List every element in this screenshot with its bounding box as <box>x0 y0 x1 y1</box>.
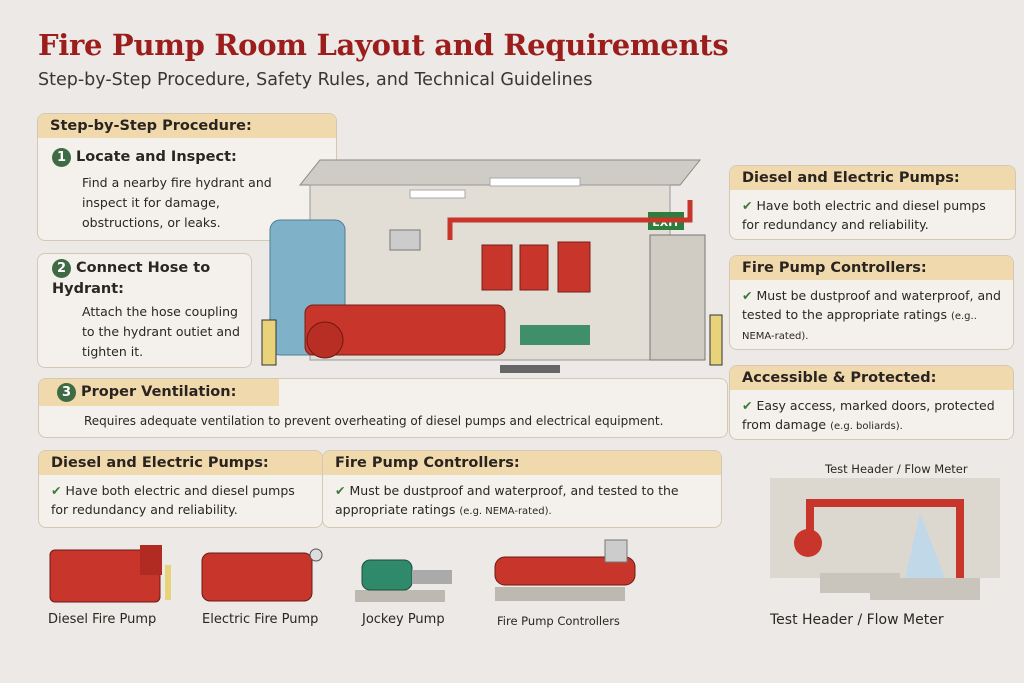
step-2-card <box>37 253 252 368</box>
test-header-flow-meter-illustration <box>770 478 1000 600</box>
page-title: Fire Pump Room Layout and Requirements <box>38 28 729 62</box>
card-text: ✔Must be dustproof and waterproof, and t… <box>730 280 1013 349</box>
bottom-card-pumps: Diesel and Electric Pumps: ✔Have both el… <box>38 450 323 528</box>
card-text: ✔Have both electric and diesel pumps for… <box>39 475 322 526</box>
page-subtitle: Step-by-Step Procedure, Safety Rules, an… <box>38 70 593 90</box>
card-text: ✔Must be dustproof and waterproof, and t… <box>323 475 721 526</box>
step-badge: 1 <box>52 148 71 167</box>
equipment-illustrations <box>49 539 636 603</box>
electric-fire-pump-icon <box>201 548 323 602</box>
pump-room-illustration: EXIT <box>261 159 723 373</box>
right-card-controllers: Fire Pump Controllers: ✔Must be dustproo… <box>729 255 1014 350</box>
card-note: (e.g. boliards). <box>830 421 903 433</box>
card-text-body: Have both electric and diesel pumps for … <box>742 198 986 233</box>
check-icon: ✔ <box>742 398 753 413</box>
check-icon: ✔ <box>335 483 346 498</box>
check-icon: ✔ <box>51 483 62 498</box>
step-1-text: Find a nearby fire hydrant and inspect i… <box>82 175 272 230</box>
step-title: Connect Hose to Hydrant: <box>52 260 211 298</box>
caption-electric-fire-pump: Electric Fire Pump <box>202 612 319 627</box>
test-header-label: Test Header / Flow Meter <box>825 462 968 476</box>
card-note: (e.g.. NEMA-rated). <box>742 311 977 342</box>
step-title: Locate and Inspect: <box>76 149 237 165</box>
jockey-pump-icon <box>355 559 452 602</box>
right-card-accessible: Accessible & Protected: ✔Easy access, ma… <box>729 365 1014 440</box>
step-1-title: 1 Locate and Inspect: <box>52 148 237 167</box>
step-2-text: Attach the hose coupling to the hydrant … <box>82 304 240 359</box>
caption-jockey-pump: Jockey Pump <box>362 612 445 627</box>
step-badge: 2 <box>52 259 71 278</box>
step-badge: 3 <box>57 383 76 402</box>
step-3-title: 3 Proper Ventilation: <box>39 379 279 406</box>
card-title: Accessible & Protected: <box>730 366 1013 390</box>
diesel-fire-pump-icon <box>49 545 171 603</box>
card-text: ✔Easy access, marked doors, protected fr… <box>730 390 1013 439</box>
card-text-body: Must be dustproof and waterproof, and te… <box>335 483 679 518</box>
step-3-text: Requires adequate ventilation to prevent… <box>84 414 664 428</box>
step-title: Proper Ventilation: <box>81 384 237 400</box>
card-title: Diesel and Electric Pumps: <box>730 166 1015 190</box>
check-icon: ✔ <box>742 198 753 213</box>
card-title: Fire Pump Controllers: <box>323 451 721 475</box>
step-3-card: 3 Proper Ventilation: Requires adequate v… <box>38 378 728 438</box>
check-icon: ✔ <box>742 288 753 303</box>
card-text-body: Have both electric and diesel pumps for … <box>51 483 295 518</box>
card-note: (e.g. NEMA-rated). <box>459 506 552 518</box>
right-card-pumps: Diesel and Electric Pumps: ✔Have both el… <box>729 165 1016 240</box>
caption-fire-pump-controllers: Fire Pump Controllers <box>497 614 620 628</box>
card-text: ✔Have both electric and diesel pumps for… <box>730 190 1015 239</box>
bottom-card-controllers: Fire Pump Controllers: ✔Must be dustproo… <box>322 450 722 528</box>
procedure-heading: Step-by-Step Procedure: <box>38 114 336 138</box>
card-title: Diesel and Electric Pumps: <box>39 451 322 475</box>
card-title: Fire Pump Controllers: <box>730 256 1013 280</box>
procedure-header-card: Step-by-Step Procedure: <box>37 113 337 241</box>
caption-test-header: Test Header / Flow Meter <box>770 612 944 628</box>
card-text-body: Must be dustproof and waterproof, and te… <box>742 288 1001 323</box>
caption-diesel-fire-pump: Diesel Fire Pump <box>48 612 157 627</box>
card-text-body: Easy access, marked doors, protected fro… <box>742 398 995 433</box>
fire-pump-controllers-icon <box>494 539 636 601</box>
